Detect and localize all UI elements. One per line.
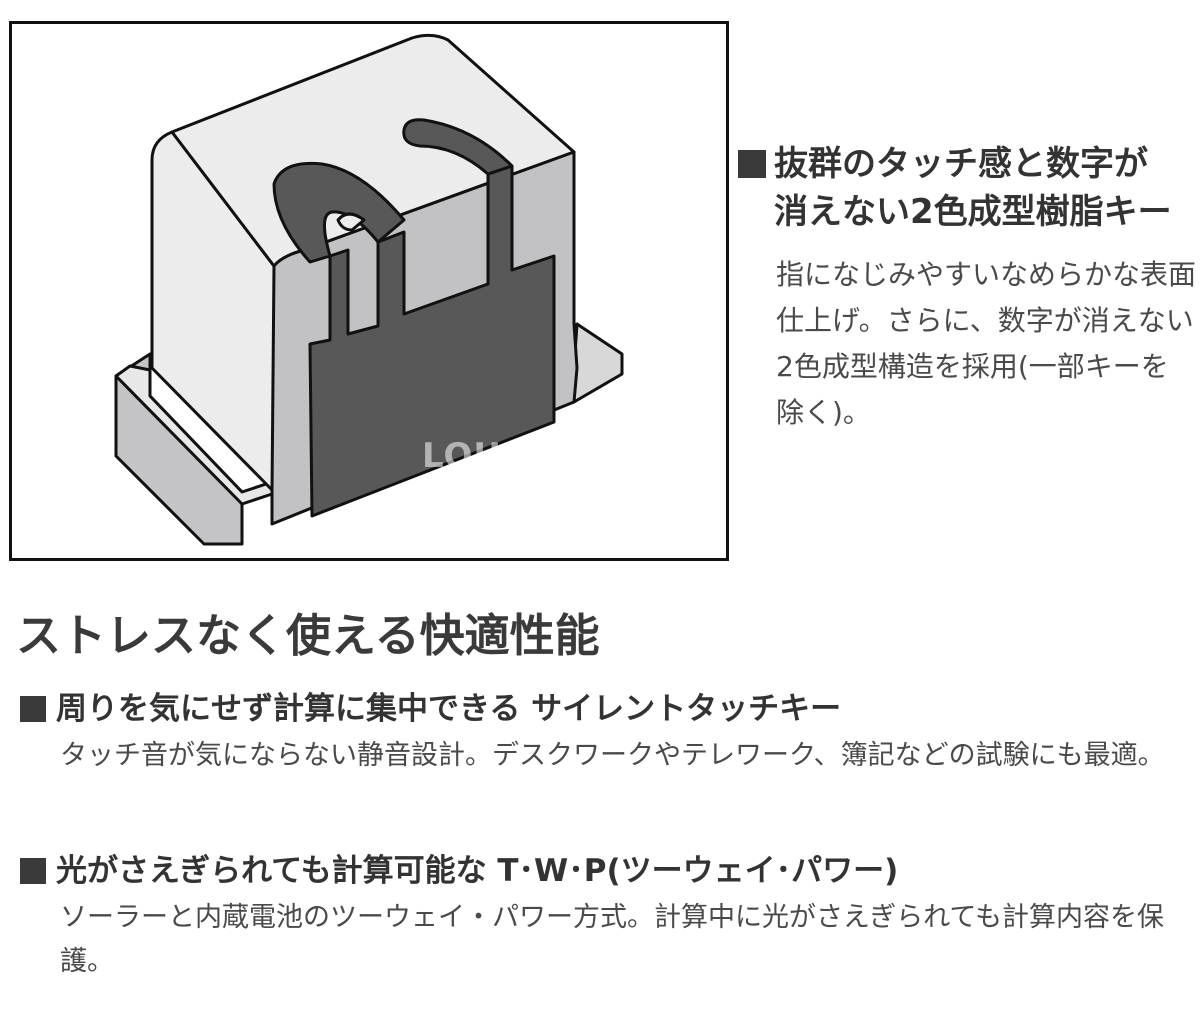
feature-silent-heading: 周りを気にせず計算に集中できる サイレントタッチキー — [20, 688, 1185, 730]
feature-silent-touch-key: 周りを気にせず計算に集中できる サイレントタッチキー タッチ音が気にならない静音… — [20, 688, 1185, 778]
feature-two-color-title: 抜群のタッチ感と数字が消えない2色成型樹脂キー — [774, 144, 1172, 232]
key-base-flange-top — [114, 364, 274, 506]
feature-two-color-description: 指になじみやすいなめらかな表面仕上げ。さらに、数字が消えない2色成型構造を採用(… — [776, 258, 1197, 429]
square-bullet-icon — [20, 858, 46, 884]
key-inner-dark-layer — [308, 164, 556, 518]
watermark-text: LOUPE STUDIO — [422, 436, 717, 476]
key-cross-section-illustration: LOUPE STUDIO — [9, 21, 729, 561]
key-numeral-hole — [336, 212, 366, 232]
key-diagram-svg — [114, 33, 624, 546]
feature-twp-description: ソーラーと内蔵電池のツーウェイ・パワー方式。計算中に光がさえぎられても計算内容を… — [60, 902, 1165, 977]
feature-silent-description: タッチ音が気にならない静音設計。デスクワークやテレワーク、簿記などの試験にも最適… — [60, 740, 1165, 771]
key-base-flange-right — [572, 322, 624, 404]
feature-two-color-heading: 抜群のタッチ感と数字が消えない2色成型樹脂キー — [738, 140, 1193, 236]
square-bullet-icon — [738, 150, 766, 178]
key-numeral-top-stroke — [402, 118, 514, 176]
feature-twp-title: 光がさえぎられても計算可能な T･W･P(ツーウェイ･パワー) — [56, 853, 899, 889]
square-bullet-icon — [20, 696, 46, 722]
section-title: ストレスなく使える快適性能 — [16, 609, 600, 662]
feature-silent-title: 周りを気にせず計算に集中できる サイレントタッチキー — [56, 691, 842, 727]
feature-two-way-power: 光がさえぎられても計算可能な T･W･P(ツーウェイ･パワー) ソーラーと内蔵電… — [20, 850, 1185, 984]
feature-two-color-key: 抜群のタッチ感と数字が消えない2色成型樹脂キー 指になじみやすいなめらかな表面仕… — [738, 140, 1197, 436]
feature-twp-heading: 光がさえぎられても計算可能な T･W･P(ツーウェイ･パワー) — [20, 850, 1185, 892]
